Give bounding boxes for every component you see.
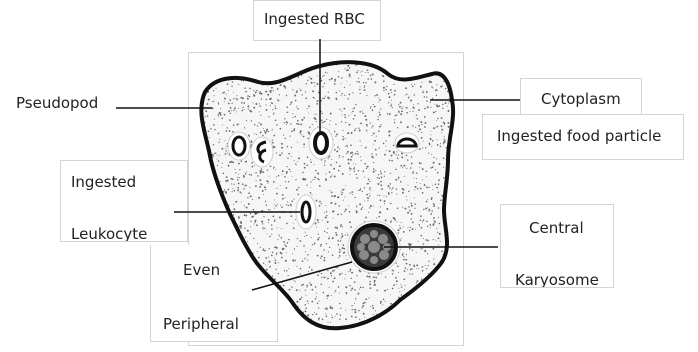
food-vacuole-left — [228, 132, 250, 160]
ingested-rbc-vacuole — [309, 127, 333, 159]
ingested-bacteria-cluster — [251, 137, 273, 167]
ingested-food-particle — [395, 133, 419, 153]
